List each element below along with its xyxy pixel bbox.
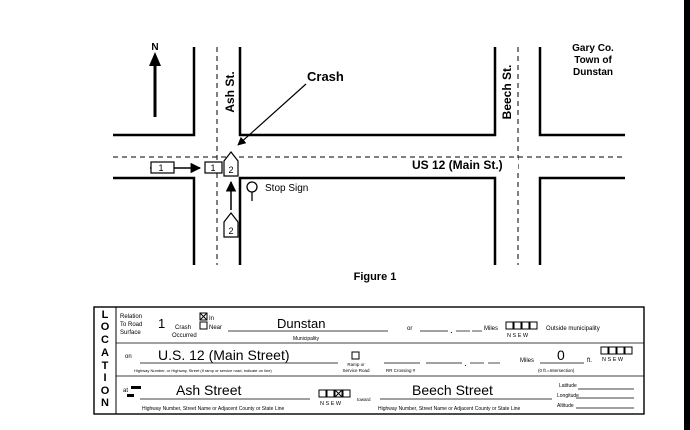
svg-text:O: O <box>101 385 110 397</box>
location-form: L O C A T I O N Relation To Road Surface… <box>93 306 645 415</box>
road-edge-nw <box>113 47 196 137</box>
us12-label: US 12 (Main St.) <box>412 158 503 172</box>
svg-text:N S E W: N S E W <box>320 401 342 407</box>
svg-text:Relation: Relation <box>120 314 142 320</box>
svg-text:N S E W: N S E W <box>507 333 529 339</box>
svg-text:toward: toward <box>357 397 371 402</box>
svg-text:.: . <box>450 325 453 336</box>
svg-text:2: 2 <box>228 165 233 175</box>
svg-text:N: N <box>101 397 109 409</box>
near-checkbox[interactable] <box>199 321 208 330</box>
street2-value[interactable]: Beech Street <box>412 382 493 398</box>
vehicle-2-crash: 2 <box>223 151 239 177</box>
highway-direction-boxes[interactable] <box>600 346 633 355</box>
crash-label: Crash <box>307 69 344 84</box>
municipality-direction-boxes[interactable] <box>505 321 538 330</box>
svg-text:Ramp or: Ramp or <box>347 362 365 367</box>
beech-street-label: Beech St. <box>500 65 514 120</box>
svg-text:.: . <box>464 358 467 369</box>
figure-caption: Figure 1 <box>354 271 397 283</box>
road-edge-ne <box>538 47 625 137</box>
window-edge-bar <box>684 0 690 430</box>
stop-sign-icon <box>246 181 258 201</box>
svg-text:Outside municipality: Outside municipality <box>546 326 600 332</box>
relation-value[interactable]: 1 <box>158 316 165 331</box>
jurisdiction-town-of: Town of <box>574 55 612 66</box>
form-row-cross-street: at Ash Street Highway Number, Street Nam… <box>123 382 634 412</box>
svg-text:RR Crossing #: RR Crossing # <box>386 368 416 373</box>
svg-text:Occurred: Occurred <box>172 333 197 339</box>
jurisdiction-county: Gary Co. <box>572 43 614 54</box>
svg-text:In: In <box>209 316 214 322</box>
municipality-value[interactable]: Dunstan <box>277 316 325 331</box>
svg-text:Miles: Miles <box>484 326 498 332</box>
road-edge-n-mid <box>238 47 497 137</box>
svg-text:N S E W: N S E W <box>602 357 624 363</box>
jurisdiction-town: Dunstan <box>573 67 613 78</box>
svg-text:O: O <box>101 321 110 333</box>
svg-text:Crash: Crash <box>175 325 191 331</box>
highway-value[interactable]: U.S. 12 (Main Street) <box>158 347 290 363</box>
svg-text:Miles: Miles <box>520 358 534 364</box>
svg-text:To Road: To Road <box>120 322 142 328</box>
svg-text:at: at <box>123 388 128 394</box>
svg-text:I: I <box>103 372 106 384</box>
svg-text:Highway Number, Street Name or: Highway Number, Street Name or Adjacent … <box>378 406 521 412</box>
svg-text:2: 2 <box>228 226 233 236</box>
svg-text:(0 ft.=Intersection): (0 ft.=Intersection) <box>538 368 575 373</box>
svg-text:Highway Number, or Highway, St: Highway Number, or Highway, Street (if r… <box>134 368 272 373</box>
form-row-highway: on U.S. 12 (Main Street) Highway Number,… <box>125 346 633 373</box>
form-row-municipality: Relation To Road Surface 1 Crash Occurre… <box>120 312 600 342</box>
svg-text:on: on <box>125 354 132 360</box>
miles-value[interactable]: 0 <box>557 347 565 363</box>
road-edge-s-mid <box>238 176 497 265</box>
vehicle-2-start: 2 <box>223 212 239 238</box>
intersection-diagram: N Ash St. Beech St. US 12 (Main St.) <box>113 42 625 283</box>
form-border <box>93 306 645 415</box>
north-label: N <box>151 42 158 53</box>
svg-text:1: 1 <box>158 163 163 173</box>
center-lines <box>113 47 625 265</box>
svg-text:Service Road: Service Road <box>342 368 370 373</box>
svg-text:or: or <box>407 326 412 332</box>
svg-text:Highway Number, Street Name or: Highway Number, Street Name or Adjacent … <box>142 406 285 412</box>
svg-text:Surface: Surface <box>120 330 141 336</box>
ramp-checkbox[interactable] <box>351 351 360 360</box>
toward-direction-boxes[interactable] <box>318 389 351 398</box>
road-edges <box>113 47 625 265</box>
stop-sign-label: Stop Sign <box>265 183 308 194</box>
section-title-location: L O C A T I O N <box>101 309 110 409</box>
redacted-mark <box>127 386 141 397</box>
svg-text:Longitude: Longitude <box>557 393 579 399</box>
vehicle-1-start: 1 <box>150 161 175 174</box>
road-edge-se <box>538 176 625 265</box>
svg-text:T: T <box>102 360 109 372</box>
in-checkbox[interactable] <box>199 312 208 321</box>
svg-text:Altitude: Altitude <box>557 403 574 409</box>
svg-text:Latitude: Latitude <box>559 383 577 389</box>
svg-text:1: 1 <box>210 163 215 173</box>
svg-text:L: L <box>102 309 109 321</box>
svg-text:Municipality: Municipality <box>293 336 320 342</box>
svg-text:ft.: ft. <box>587 358 592 364</box>
road-edge-sw <box>113 176 196 265</box>
toward-checked-box[interactable] <box>334 389 343 398</box>
crash-pointer-arrow <box>237 83 307 146</box>
north-arrow: N <box>149 42 161 117</box>
svg-text:A: A <box>101 347 109 359</box>
svg-text:Near: Near <box>209 325 222 331</box>
street1-value[interactable]: Ash Street <box>176 382 241 398</box>
svg-text:C: C <box>101 334 109 346</box>
vehicle-1-crash: 1 <box>204 161 223 174</box>
ash-street-label: Ash St. <box>223 71 237 112</box>
